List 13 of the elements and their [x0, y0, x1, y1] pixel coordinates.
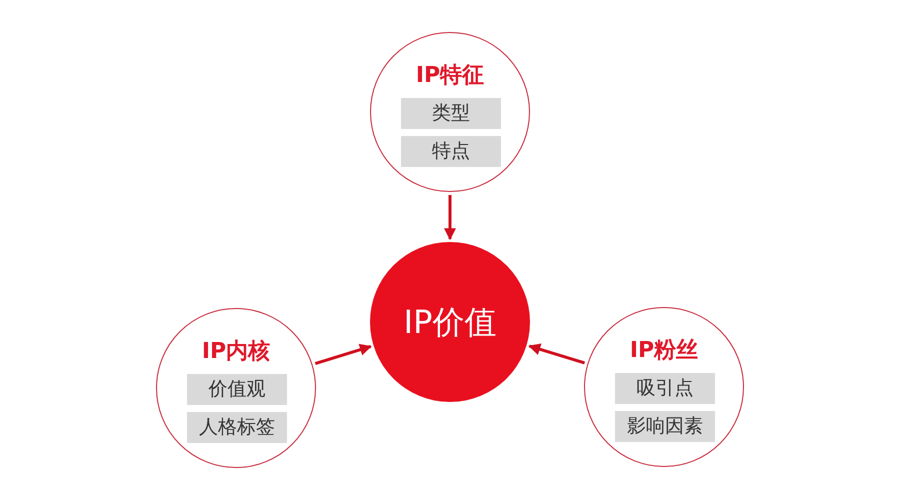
keyword-box: 类型 — [401, 98, 501, 129]
keyword-box: 特点 — [401, 136, 501, 167]
arrow — [314, 344, 372, 365]
arrow — [444, 195, 456, 240]
keyword-box: 人格标签 — [187, 412, 287, 443]
arrow — [528, 344, 586, 364]
circle-title: IP内核 — [200, 339, 272, 365]
circle-title: IP价值 — [402, 303, 498, 341]
keyword-box: 价值观 — [187, 374, 287, 405]
circle-title: IP特征 — [414, 63, 486, 89]
keyword-box: 影响因素 — [615, 411, 715, 442]
circle-title: IP粉丝 — [628, 338, 700, 364]
keyword-box: 吸引点 — [615, 373, 715, 404]
